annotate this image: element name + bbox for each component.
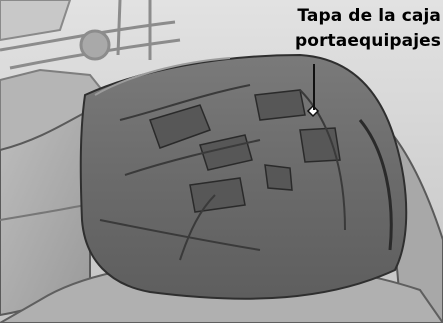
callout-pointer-icon [306,104,320,118]
callout-leader-line [313,64,315,110]
storage-lid [79,53,408,300]
callout-line-1: Tapa de la caja [297,6,441,26]
callout-line-2: portaequipajes [295,31,441,51]
storage-lid-label: Tapa de la caja portaequipajes [241,4,441,54]
